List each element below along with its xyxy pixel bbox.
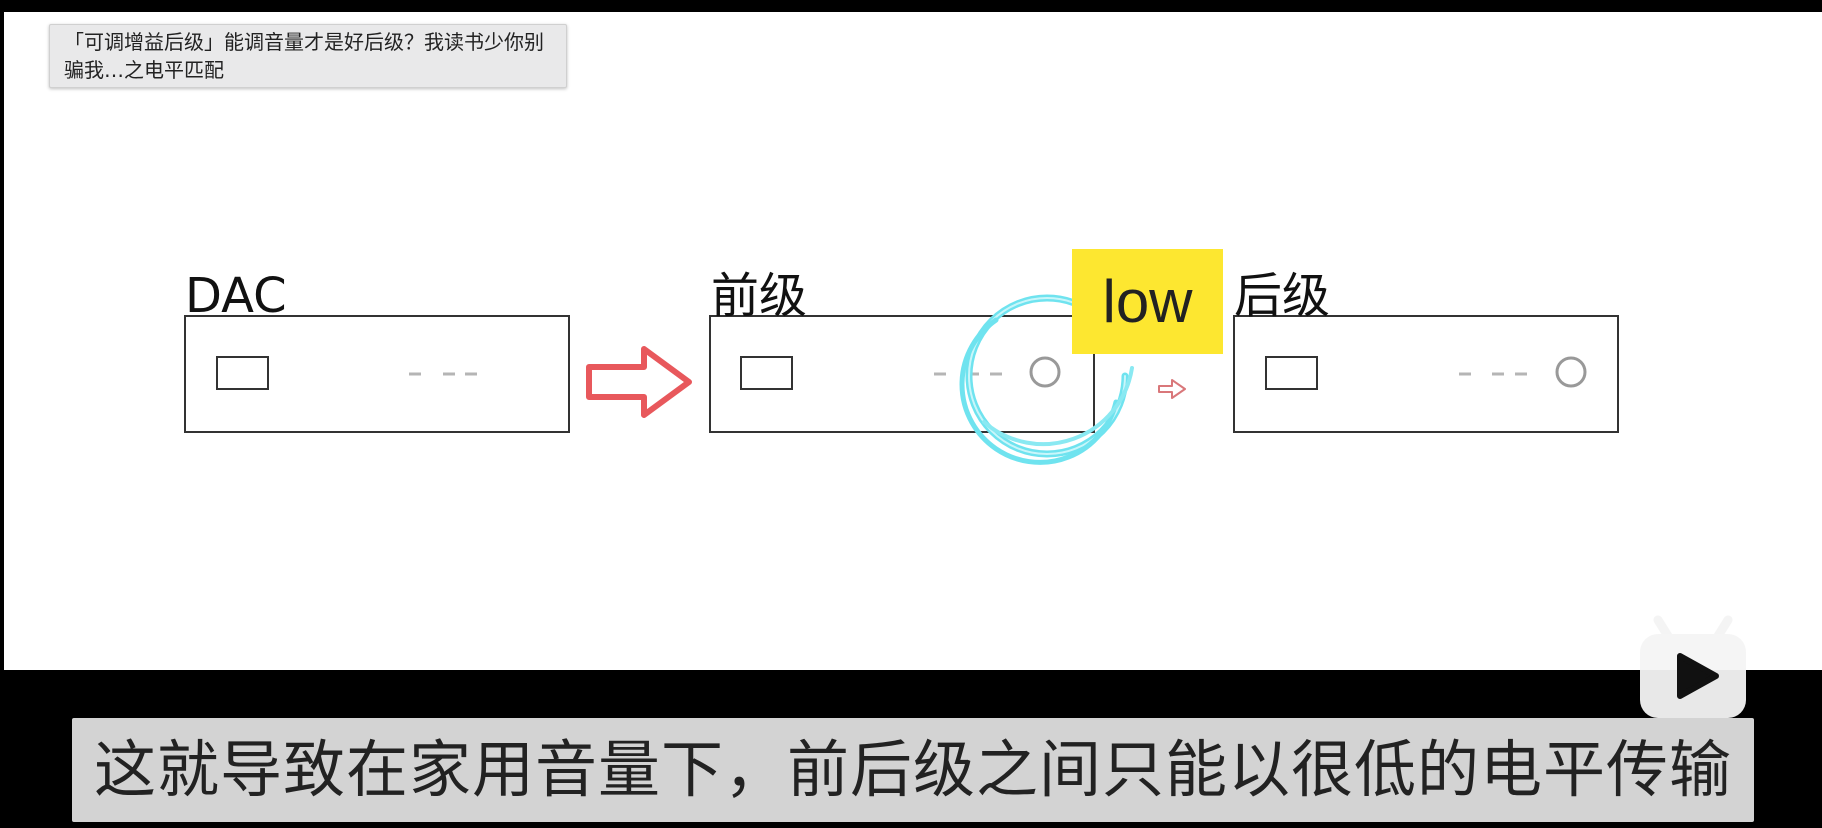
low-level-badge: low: [1072, 249, 1223, 354]
poweramp-display-window: [1265, 356, 1318, 390]
video-frame[interactable]: DAC 前级 后级 low 「可调增益后级」能调音量才是好后级？我读书少你别骗我…: [4, 12, 1822, 670]
preamp-label: 前级: [711, 268, 808, 324]
poweramp-label: 后级: [1234, 268, 1331, 324]
small-arrow-icon: [1158, 379, 1186, 399]
signal-chain-diagram: [184, 294, 1619, 465]
dac-label: DAC: [185, 268, 287, 324]
preamp-display-window: [740, 356, 793, 390]
dac-display-window: [216, 356, 269, 390]
bilibili-tv-icon[interactable]: [1636, 610, 1750, 722]
play-icon: [1677, 653, 1719, 699]
video-title-tooltip: 「可调增益后级」能调音量才是好后级？我读书少你别骗我…之电平匹配: [49, 24, 567, 88]
subtitle-caption: 这就导致在家用音量下，前后级之间只能以很低的电平传输: [72, 718, 1754, 822]
big-arrow-icon: [586, 346, 692, 418]
highlight-ring-icon: [959, 294, 1134, 465]
poweramp-volume-knob-icon: [1555, 356, 1587, 388]
preamp-volume-knob-icon: [1029, 356, 1061, 388]
